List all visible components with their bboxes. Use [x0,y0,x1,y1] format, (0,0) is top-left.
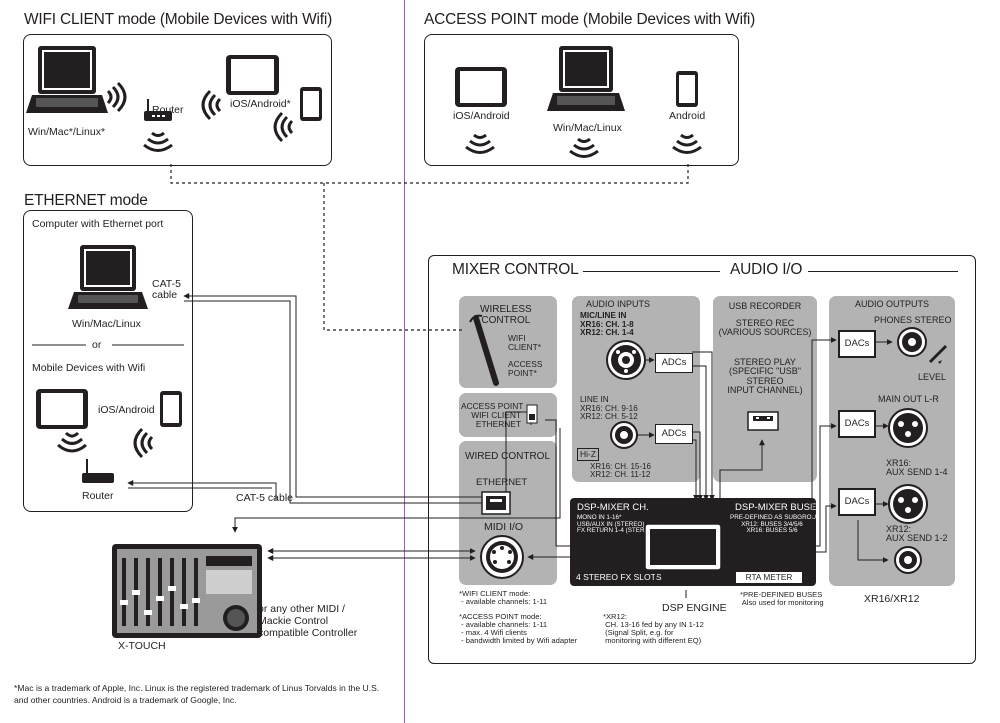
tablet-label: iOS/Android [453,110,510,122]
line-in-label: LINE IN XR16: CH. 9-16 XR12: CH. 5-12 [580,395,638,422]
laptop-label: Win/Mac*/Linux* [28,126,106,138]
phone-icon [676,71,698,107]
wifi-waves-icon [57,431,87,453]
dsp-buses-text: PRE-DEFINED AS SUBGROUPS* XR12: BUSES 3/… [730,514,827,535]
laptop-label: Win/Mac/Linux [553,122,622,134]
line-in-channels: XR16: CH. 15-16 XR12: CH. 11-12 [590,462,651,480]
main-out-label: MAIN OUT L-R [878,394,939,404]
wifi-waves-icon [133,427,154,459]
wifi-client-label: WIFI CLIENT* [508,333,542,352]
audio-outputs-title: AUDIO OUTPUTS [854,299,929,309]
access-point-label: ACCESS POINT* [508,359,543,378]
audio-inputs-title: AUDIO INPUTS [586,299,651,309]
section-divider [404,0,405,723]
aux-xr16-label: XR16: AUX SEND 1-4 [886,458,948,478]
devices-label: iOS/Android [98,404,155,416]
router-icon [144,99,172,121]
phone-icon [160,391,182,427]
phones-label: PHONES STEREO [874,315,952,325]
rta-meter-label: RTA METER [736,572,802,583]
adcs-top: ADCs [655,353,693,373]
wifi-client-title: WIFI CLIENT mode (Mobile Devices with Wi… [24,11,333,28]
dsp-mixer-ch-title: DSP-MIXER CH. [577,502,649,513]
controller-other-label: or any other MIDI / Mackie Control compa… [258,603,358,639]
wifi-client-devices-illustration [26,46,322,152]
wifi-waves-icon [201,89,222,121]
mixer-control-rule [568,271,720,272]
laptop-icon [26,46,108,113]
trademark-footnote: *Mac is a trademark of Apple, Inc. Linux… [14,683,380,706]
mobile-heading: Mobile Devices with Wifi [32,362,146,374]
access-point-devices-illustration [455,46,702,158]
x-touch-controller-icon [112,544,262,638]
dacs-2: DACs [838,410,876,438]
access-point-panel: iOS/Android Win/Mac/Linux Android [424,34,739,166]
mic-line-label: MIC/LINE IN XR16: CH. 1-8 XR12: CH. 1-4 [580,311,634,338]
ethernet-devices-illustration [32,245,184,483]
level-label: LEVEL [918,372,947,382]
router-label: Router [152,104,184,116]
laptop-label: Win/Mac/Linux [72,318,141,330]
tablet-icon [455,67,507,107]
or-divider-label: or [92,339,102,351]
wifi-waves-icon [143,131,173,152]
router-icon [82,459,114,483]
stereo-rec-label: STEREO REC (VARIOUS SOURCES) [718,318,812,338]
dacs-3: DACs [838,488,876,516]
tablet-icon [226,55,279,95]
wifi-client-panel: Win/Mac*/Linux* Router iOS/Android* [23,34,332,166]
wireless-control-title: WIRELESS CONTROL [480,304,532,326]
usb-recorder-title: USB RECORDER [728,301,802,311]
tablet-icon [36,389,88,429]
xr12-note: *XR12: CH. 13-16 fed by any IN 1-12 (Sig… [603,612,704,645]
router-label: Router [82,490,114,502]
aux-xr12-label: XR12: AUX SEND 1-2 [886,524,948,544]
hi-z-label: Hi-Z [577,448,600,461]
midi-io-label: MIDI I/O [484,521,524,533]
laptop-icon [547,46,625,111]
wifi-waves-icon [569,137,599,158]
dsp-buses-title: DSP-MIXER BUSES [735,502,823,513]
ethernet-panel: Computer with Ethernet port CAT [23,210,193,512]
dacs-1: DACs [838,330,876,358]
phone-label: Android [669,110,706,122]
fx-slots-label: 4 STEREO FX SLOTS [576,572,662,582]
adcs-bottom: ADCs [655,424,693,444]
wifi-waves-icon [273,111,294,143]
computer-heading: Computer with Ethernet port [32,218,164,230]
cat5-label: CAT-5 cable [152,278,181,301]
wired-control-title: WIRED CONTROL [465,451,550,462]
cat5-cable-label: CAT-5 cable [236,492,293,504]
wired-control-box [459,441,557,585]
mixer-control-title: MIXER CONTROL [452,261,583,279]
model-label: XR16/XR12 [864,593,920,605]
wifi-waves-icon [672,133,702,154]
access-point-note: *ACCESS POINT mode: - available channels… [459,612,578,645]
devices-label: iOS/Android* [230,98,291,110]
audio-io-rule [808,271,958,272]
audio-io-title: AUDIO I/O [730,261,803,278]
buses-note: *PRE-DEFINED BUSES Also used for monitor… [740,590,824,607]
wifi-waves-icon [465,133,495,154]
phone-icon [300,87,322,121]
laptop-icon [68,245,148,309]
wifi-client-note: *WIFI CLIENT mode: - available channels:… [459,589,548,606]
stereo-play-label: STEREO PLAY (SPECIFIC "USB" STEREO INPUT… [727,357,803,396]
wifi-waves-icon [106,81,127,113]
switch-labels: ACCESS POINT WIFI CLIENT ETHERNET [461,401,524,429]
controller-name: X-TOUCH [118,640,166,652]
dsp-engine-label: DSP ENGINE [662,602,727,614]
ethernet-port-label: ETHERNET [476,477,528,488]
dsp-mixer-ch-text: MONO IN 1-16* USB/AUX IN (STEREO) FX RET… [577,514,656,535]
access-point-title: ACCESS POINT mode (Mobile Devices with W… [424,11,756,28]
ethernet-title: ETHERNET mode [24,192,148,209]
